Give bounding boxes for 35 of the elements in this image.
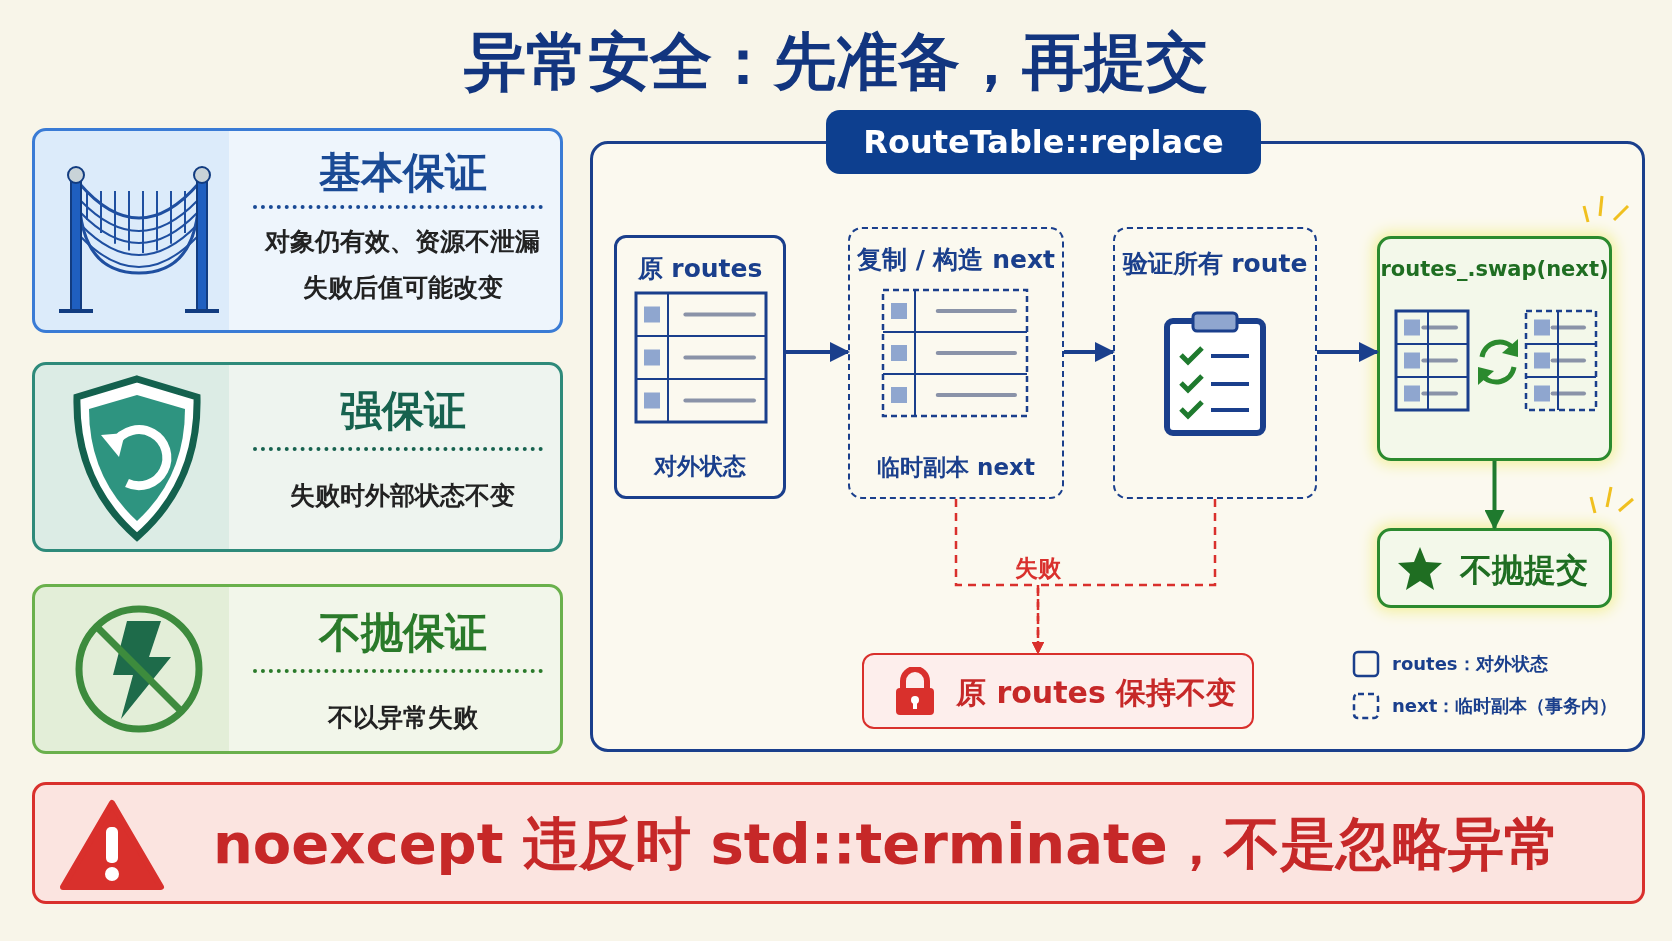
title: 异常安全：先准备，再提交	[463, 24, 1209, 100]
box-heading: 原 routes	[636, 253, 764, 285]
arrow	[1064, 342, 1115, 362]
arrow	[1317, 342, 1379, 362]
process-box	[848, 227, 1064, 499]
result-box	[862, 653, 1254, 729]
process-box	[614, 235, 786, 499]
arrow	[1484, 461, 1505, 530]
box-heading: 复制 / 构造 next	[855, 244, 1057, 276]
warning-banner	[32, 782, 1645, 904]
process-box	[1113, 227, 1317, 499]
card-heading: 基本保证	[317, 147, 488, 199]
box-caption: 临时副本 next	[876, 453, 1036, 482]
card-text: 失败后值可能改变	[301, 272, 504, 304]
result-box	[1377, 528, 1612, 608]
guarantee-card	[32, 362, 563, 552]
box-heading: routes_.swap(next)	[1380, 257, 1609, 281]
legend-text: routes：对外状态	[1392, 652, 1548, 676]
title-tab: RouteTable::replace	[826, 110, 1261, 174]
card-heading: 不抛保证	[317, 607, 488, 659]
process-box	[1377, 236, 1612, 461]
box-caption: 对外状态	[652, 452, 747, 481]
arrow	[1031, 499, 1217, 655]
legend-text: next：临时副本（事务内）	[1392, 694, 1618, 718]
box-text: 不抛提交	[1460, 550, 1588, 591]
arrow	[786, 342, 850, 362]
card-text: 不以异常失败	[326, 702, 479, 734]
box-text: 原 routes 保持不变	[956, 674, 1237, 712]
card-heading: 强保证	[338, 385, 467, 437]
card-text: 失败时外部状态不变	[289, 480, 516, 512]
banner-text: noexcept 违反时 std::terminate，不是忽略异常	[213, 810, 1560, 878]
card-text: 对象仍有效、资源不泄漏	[263, 226, 541, 258]
guarantee-card	[32, 128, 563, 333]
box-heading: 验证所有 route	[1121, 248, 1309, 280]
guarantee-card	[32, 584, 563, 754]
